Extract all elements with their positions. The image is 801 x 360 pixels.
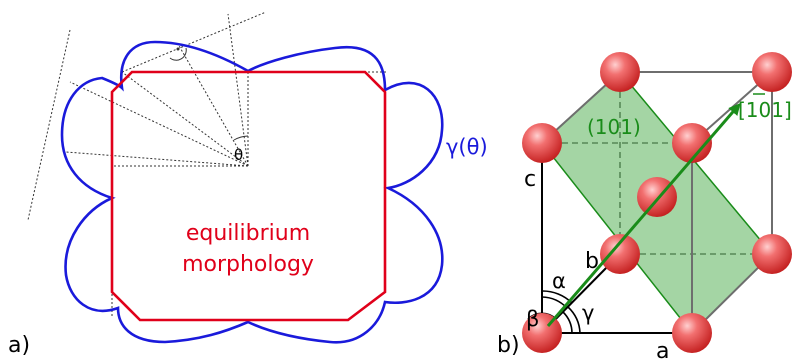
panel-b: (101) [101] c b a α β γ b) [497, 52, 792, 360]
gamma-theta-curve [60, 40, 444, 344]
axis-b-label: b [585, 249, 599, 274]
atom-bottom-back-right [752, 234, 792, 274]
axis-c-label: c [524, 167, 536, 192]
atom-top-back-right [752, 52, 792, 92]
right-angle-marker [169, 47, 187, 61]
gamma-theta-label: γ(θ) [446, 135, 488, 159]
theta-label: θ [234, 146, 243, 164]
direction-101-label: [101] [738, 98, 792, 122]
angle-gamma-label: γ [582, 301, 594, 325]
angle-alpha-label: α [552, 269, 566, 293]
morphology-label-line2: morphology [182, 252, 314, 277]
panel-a: θ γ(θ) equilibrium morphology a) [8, 11, 488, 358]
panel-b-label: b) [497, 333, 520, 358]
panel-a-label: a) [8, 333, 30, 358]
atom-top-back-left [600, 52, 640, 92]
plane-101-label: (101) [587, 115, 641, 139]
right-angle-dot [176, 47, 180, 51]
atom-bottom-back-left [600, 234, 640, 274]
equilibrium-morphology-shape [110, 70, 387, 322]
direction-101-arrow [546, 102, 741, 327]
atom-bottom-front-right [672, 313, 712, 353]
morphology-label-line1: equilibrium [186, 221, 310, 246]
axis-a-label: a [656, 339, 669, 360]
atom-top-front-left [522, 123, 562, 163]
theta-arc [233, 135, 249, 141]
atoms [522, 52, 792, 353]
angle-beta-label: β [526, 307, 539, 331]
atom-top-front-right [672, 123, 712, 163]
